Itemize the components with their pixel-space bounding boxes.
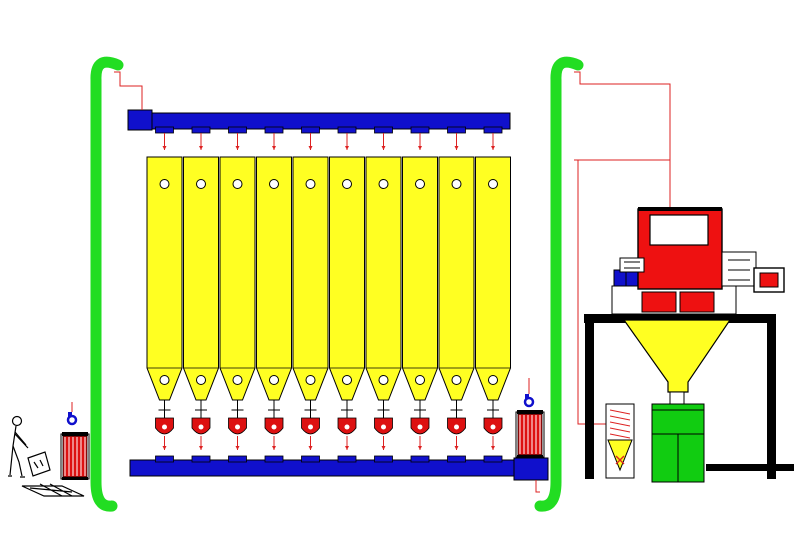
right-fan-icon [523,378,535,408]
silo [438,133,475,450]
silo [475,133,511,450]
bagging-machine-icon [611,207,785,315]
right-intake-feeder [515,410,545,458]
motor-icon [721,251,785,293]
silo [292,133,329,450]
silo [256,133,292,450]
feed-pipe-bottom-right [535,480,540,493]
left-fan-icon [66,402,78,426]
packing-funnel [622,319,732,393]
gear-left-icon [619,257,645,273]
silo-bank [146,133,511,450]
silo [365,133,402,450]
right-elevator [534,56,584,512]
silo [219,133,256,450]
left-elevator [90,56,124,512]
feed-pipe-left [114,71,143,110]
silo [146,133,183,450]
silo [402,133,438,450]
top-conveyor [127,109,511,134]
feed-pipe-right-top [574,71,671,208]
bottom-conveyor [129,455,549,481]
small-hopper [605,403,635,479]
silo [329,133,365,450]
bag-filler [651,391,705,483]
packing-frame [584,314,794,479]
feed-pipe-right-low [577,160,608,425]
worker-figure-icon [8,415,85,497]
silo [183,133,219,450]
left-intake-feeder [60,432,90,480]
